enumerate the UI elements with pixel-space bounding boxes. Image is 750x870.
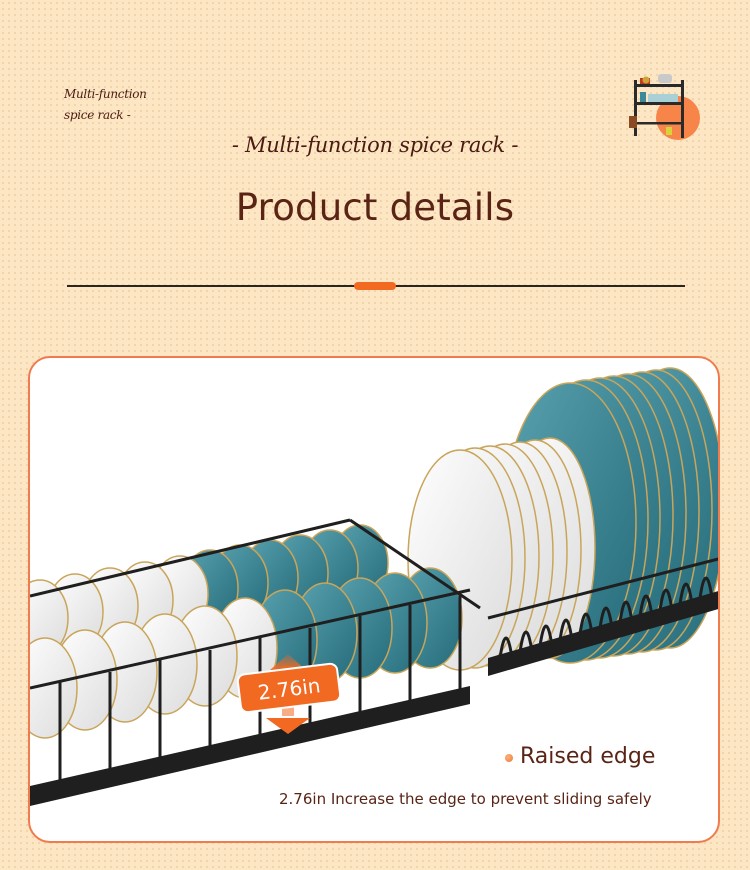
- corner-label: Multi-function spice rack -: [64, 84, 147, 126]
- dish-rack-thumbnail-icon: [626, 72, 702, 142]
- feature-title: Raised edge: [520, 744, 656, 769]
- page-title: Product details: [235, 186, 515, 229]
- divider-accent: [354, 282, 396, 290]
- orange-dot-icon: [505, 754, 513, 762]
- section-subtitle: - Multi-function spice rack -: [231, 133, 519, 157]
- corner-label-line2: spice rack -: [64, 108, 131, 122]
- feature-description: 2.76in Increase the edge to prevent slid…: [279, 790, 652, 808]
- product-card: 2.76in Raised edge 2.76in Increase the e…: [28, 356, 720, 843]
- corner-label-line1: Multi-function: [64, 87, 147, 101]
- dish-rack-photo: [30, 367, 718, 806]
